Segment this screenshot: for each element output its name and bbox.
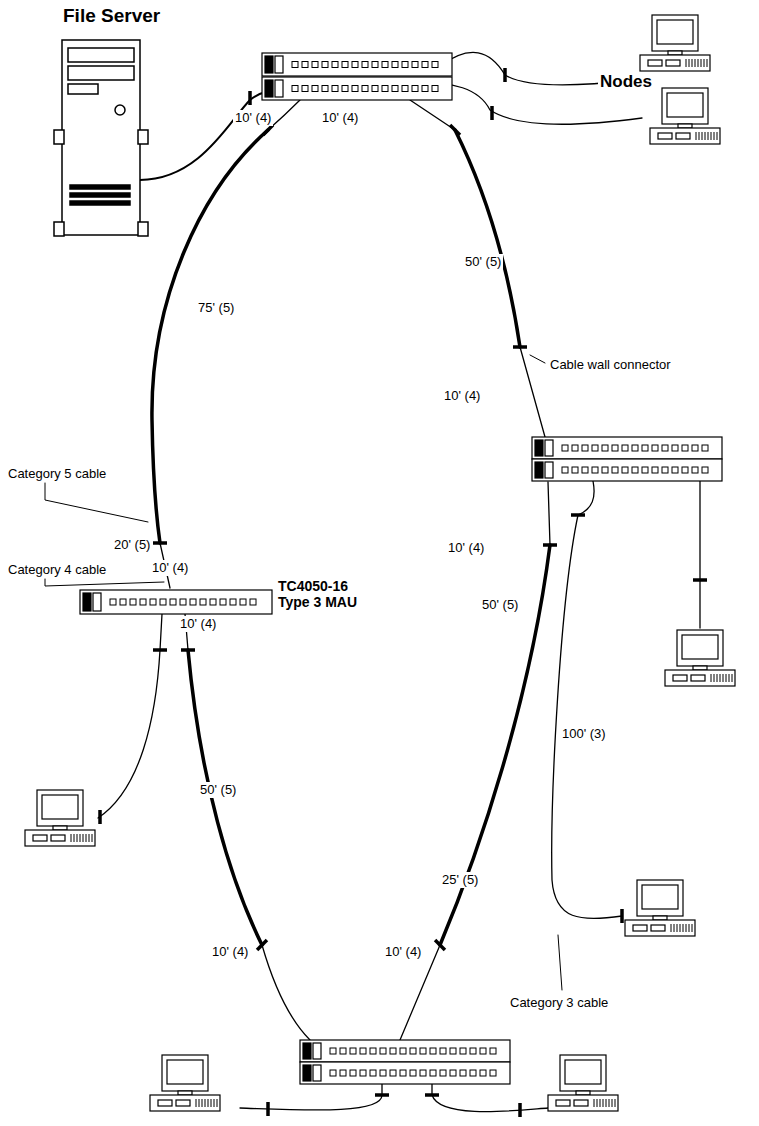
wall-connector <box>266 1102 270 1116</box>
cable-length: 25' (5) <box>440 872 480 888</box>
mau-unit <box>532 459 722 481</box>
wall-connector <box>375 1093 389 1097</box>
wall-connector <box>571 513 585 517</box>
callout-label: Category 3 cable <box>508 995 610 1011</box>
wall-connector <box>153 541 167 545</box>
computer-icon <box>25 790 95 846</box>
wall-connector <box>490 106 494 120</box>
wall-connector <box>248 91 252 105</box>
mau-device: TC4050-16 Type 3 MAU <box>80 578 380 622</box>
cable-length: 75' (5) <box>196 300 236 316</box>
mau-unit <box>262 53 452 76</box>
cable-length: 10' (4) <box>446 540 486 556</box>
computer-icon <box>640 15 710 71</box>
wall-connector <box>425 1093 439 1097</box>
callout-label: Category 5 cable <box>6 466 108 482</box>
wall-connector <box>153 648 167 652</box>
callout-label: Category 4 cable <box>6 562 108 578</box>
wall-connector <box>257 940 267 950</box>
cable-length: 10' (4) <box>442 388 482 404</box>
cable-length: 50' (5) <box>463 254 503 270</box>
mau-unit <box>80 590 272 614</box>
wall-connector <box>620 909 624 923</box>
wall-connector <box>513 345 527 349</box>
cable-length: 10' (4) <box>233 110 273 126</box>
cable-length: 100' (3) <box>560 726 608 742</box>
computer-icon <box>650 88 720 144</box>
group-label: Nodes <box>598 72 654 92</box>
cable-length: 20' (5) <box>112 537 152 553</box>
wall-connector <box>181 648 195 652</box>
wall-connector <box>98 810 102 824</box>
wall-connector <box>518 1103 522 1117</box>
wall-connector <box>435 940 445 950</box>
cable-length: 50' (5) <box>198 782 238 798</box>
mau-unit <box>300 1062 510 1084</box>
wall-connector <box>503 68 507 82</box>
wall-connector <box>450 125 460 135</box>
computer-icon <box>150 1055 220 1111</box>
cable-length: 10' (4) <box>150 560 190 576</box>
computer-icon <box>665 630 735 686</box>
wall-connector <box>263 125 273 135</box>
cable-length: 10' (4) <box>178 616 218 632</box>
server-tower <box>54 40 148 236</box>
wall-connector <box>693 578 707 582</box>
cable-length: 50' (5) <box>480 597 520 613</box>
node-title: File Server <box>63 5 203 27</box>
wall-connector <box>543 543 557 547</box>
file-server: File Server <box>55 5 155 240</box>
mau-unit <box>532 437 722 459</box>
computer-icon <box>548 1055 618 1111</box>
callout-label: Cable wall connector <box>548 357 673 373</box>
mau-unit <box>262 77 452 100</box>
cable-length: 10' (4) <box>320 110 360 126</box>
node-title: TC4050-16 Type 3 MAU <box>278 578 378 610</box>
computer-icon <box>625 880 695 936</box>
cable-length: 10' (4) <box>210 944 250 960</box>
cable-length: 10' (4) <box>383 944 423 960</box>
mau-unit <box>300 1040 510 1062</box>
